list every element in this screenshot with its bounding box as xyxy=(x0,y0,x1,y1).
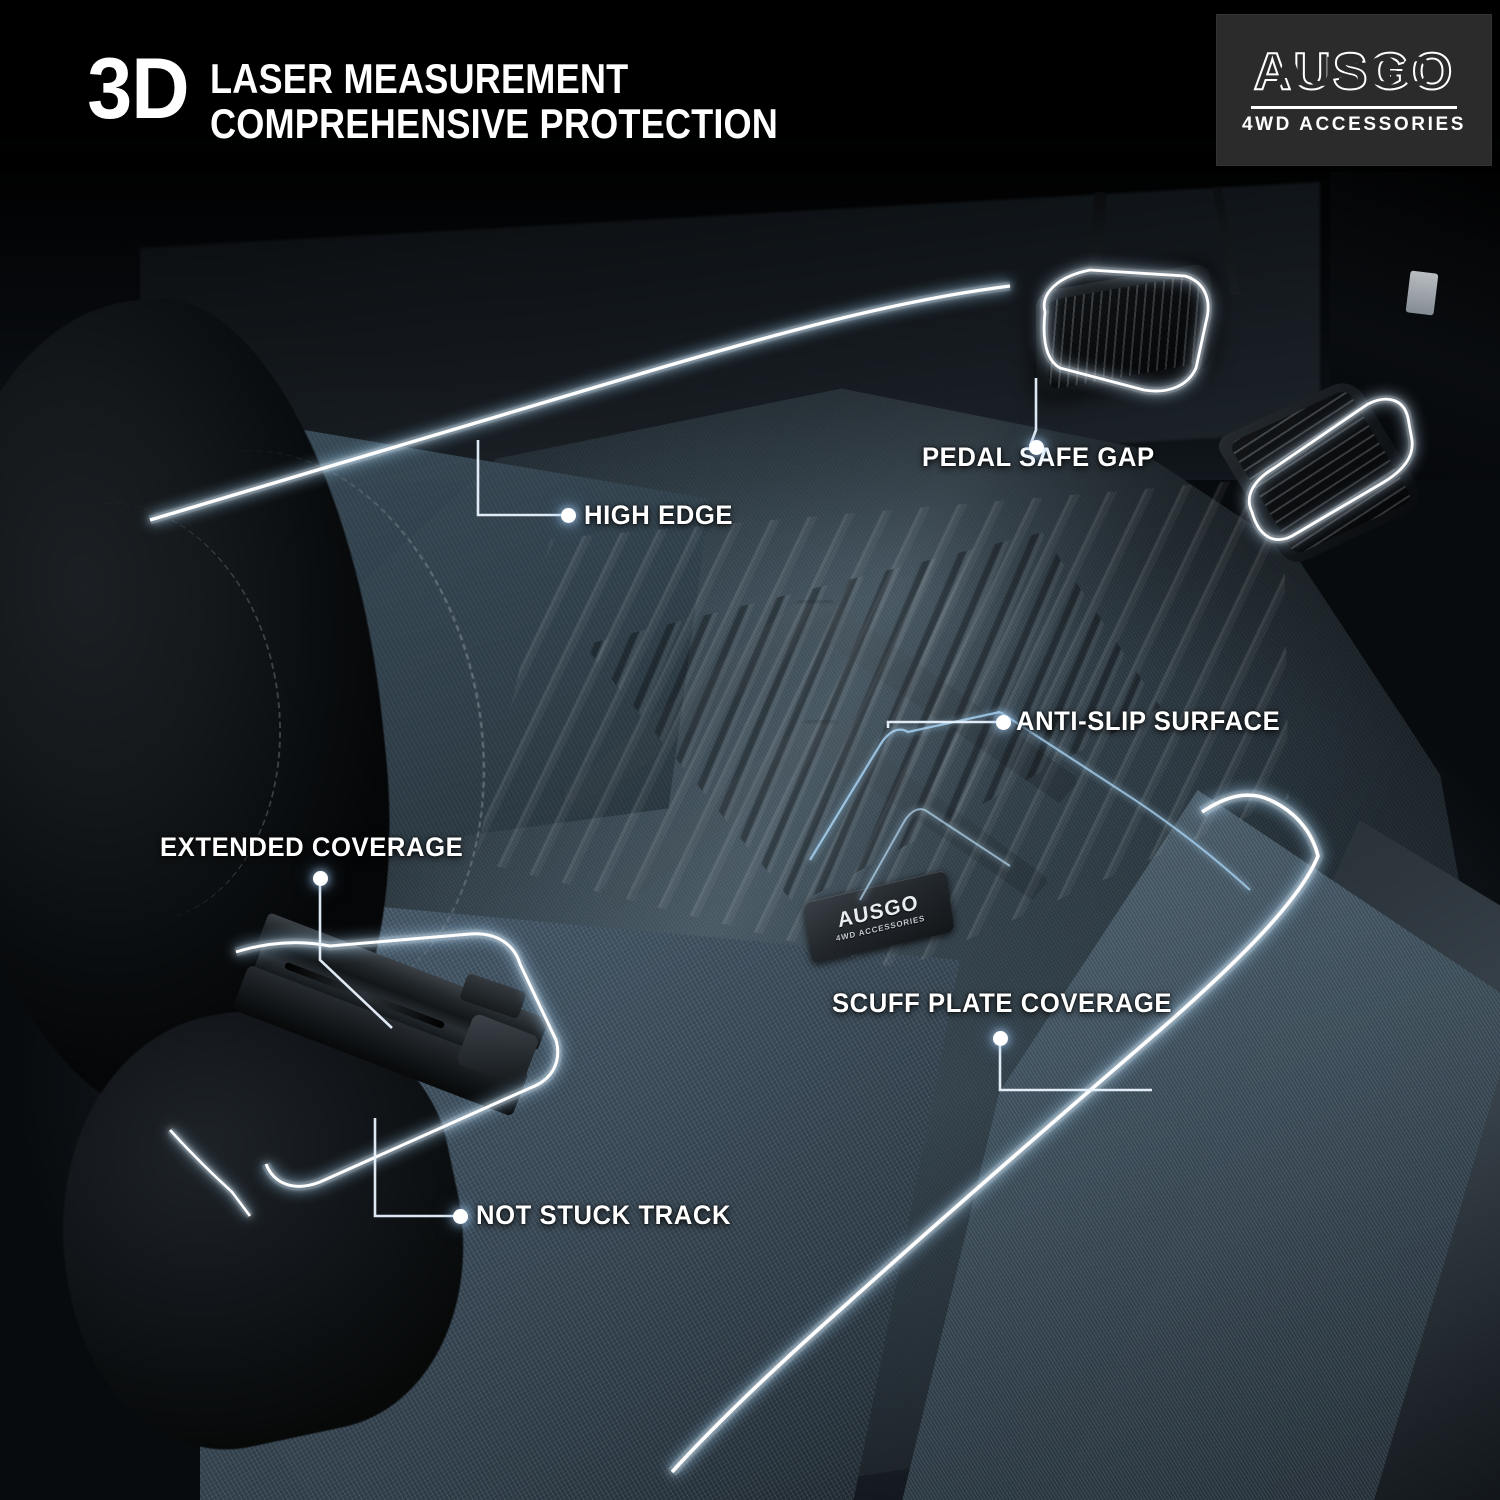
callout-extended-coverage: EXTENDED COVERAGE xyxy=(160,832,464,862)
callout-scuff-plate-coverage: SCUFF PLATE COVERAGE xyxy=(832,988,1173,1018)
dot-high-edge xyxy=(561,508,576,523)
dot-extended-coverage xyxy=(313,871,328,886)
brand-logo-divider xyxy=(1251,106,1457,109)
dot-pedal-safe-gap xyxy=(1029,440,1044,455)
firewall-clip xyxy=(1405,270,1439,316)
header-title-group: 3D LASER MEASUREMENT COMPREHENSIVE PROTE… xyxy=(84,41,871,147)
brand-logo-tagline: 4WD ACCESSORIES xyxy=(1241,114,1467,135)
brand-logo-wordmark: AUSGO xyxy=(1253,45,1455,99)
callout-high-edge: HIGH EDGE xyxy=(584,500,734,530)
brake-pedal-tread xyxy=(1047,274,1201,390)
title-eyebrow-3d: 3D xyxy=(87,41,189,137)
callout-anti-slip-surface: ANTI-SLIP SURFACE xyxy=(1016,706,1281,736)
dot-scuff-plate-coverage xyxy=(993,1031,1008,1046)
dot-not-stuck-track xyxy=(453,1209,468,1224)
brand-logo: AUSGO 4WD ACCESSORIES xyxy=(1216,14,1492,166)
title-lines: LASER MEASUREMENT COMPREHENSIVE PROTECTI… xyxy=(210,50,871,147)
dot-anti-slip-surface xyxy=(996,715,1011,730)
callout-not-stuck-track: NOT STUCK TRACK xyxy=(476,1200,732,1230)
title-line-1: LASER MEASUREMENT xyxy=(209,55,629,102)
title-line-2: COMPREHENSIVE PROTECTION xyxy=(209,100,779,148)
